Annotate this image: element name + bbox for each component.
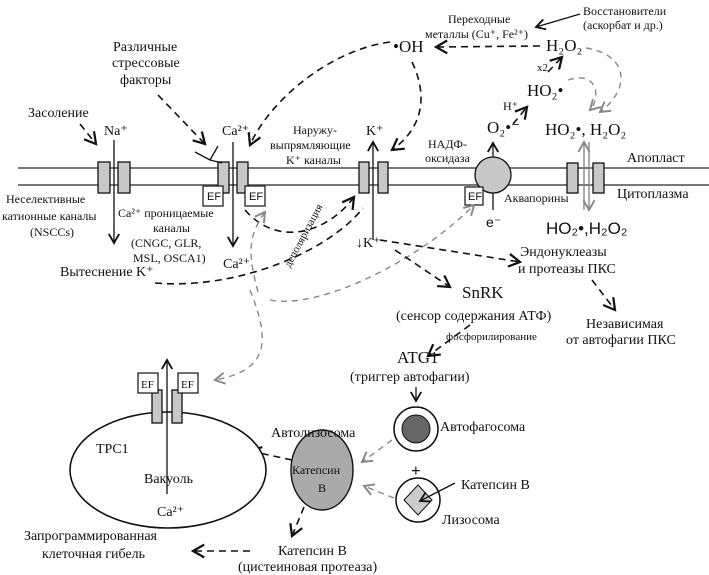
reductants-label-2: (аскорбат и др.) bbox=[583, 18, 663, 32]
phosphorylation-label: фосфорилирование bbox=[446, 331, 537, 343]
nadph-oxidase bbox=[464, 156, 512, 206]
outward-k-label-2: выпрямляющие bbox=[270, 138, 351, 152]
snrk-desc-label: (сенсор содержания АТФ) bbox=[396, 309, 552, 324]
pcd-label-2: клеточная гибель bbox=[42, 547, 145, 562]
nadph-label-2: оксидаза bbox=[425, 151, 470, 165]
ef-hand-label: EF bbox=[249, 191, 263, 203]
atg1-label: ATG1 bbox=[397, 348, 439, 367]
superoxide-label: O₂•⁻ bbox=[487, 118, 520, 137]
aquaporins-label: Аквапорины bbox=[504, 191, 569, 205]
pcd-label-1: Запрограммированная bbox=[24, 529, 158, 544]
k-down-label: ↓K⁺ bbox=[356, 236, 381, 251]
ca-perm-label-2: каналы bbox=[153, 221, 190, 235]
independent-pcd-label-1: Независимая bbox=[586, 317, 664, 332]
nscc-channel bbox=[97, 161, 131, 194]
cathepsin-inner-label-1: Катепсин bbox=[292, 463, 341, 477]
hydroxyl-radical-label: •OH bbox=[393, 37, 424, 56]
nadph-label-1: НАДФ- bbox=[428, 137, 467, 151]
outward-k-channel bbox=[358, 161, 389, 194]
k-top-label: K⁺ bbox=[366, 124, 384, 139]
vacuole bbox=[69, 372, 267, 529]
reductants-label-1: Восстановители bbox=[583, 4, 667, 18]
autophagosome bbox=[393, 406, 439, 452]
x2-label: x2 bbox=[537, 62, 548, 74]
h2o2-top-label: H₂O₂ bbox=[546, 36, 582, 55]
aquaporin bbox=[566, 162, 605, 194]
ca-perm-label-3: (CNGC, GLR, bbox=[131, 236, 201, 250]
cathepsin-inner-label-2: B bbox=[318, 481, 326, 495]
endonucleases-label-2: и протеазы ПКС bbox=[518, 262, 616, 277]
ca-top-label: Ca²⁺ bbox=[222, 124, 249, 139]
stress-label-2: стрессовые bbox=[112, 56, 180, 71]
endonucleases-label-1: Эндонуклеазы bbox=[520, 245, 607, 260]
stress-label-3: факторы bbox=[120, 73, 172, 88]
salinity-label: Засоление bbox=[28, 106, 89, 121]
ca-channel bbox=[194, 145, 266, 207]
atg1-desc-label: (триггер автофагии) bbox=[350, 370, 470, 385]
nscc-label-3: (NSCCs) bbox=[30, 225, 74, 239]
h-plus-label: H⁺ bbox=[503, 99, 518, 113]
autolysosome bbox=[290, 429, 354, 511]
ef-hand-label: EF bbox=[181, 379, 194, 391]
outward-k-label-3: K⁺ каналы bbox=[286, 153, 341, 167]
snrk-label: SnRK bbox=[462, 283, 504, 302]
ca-perm-label-4: MSL, OSCA1) bbox=[133, 251, 206, 265]
outward-k-label-1: Наружу- bbox=[293, 123, 337, 137]
autophagosome-label: Автофагосома bbox=[440, 420, 526, 435]
cathepsin-lysosome-label: Катепсин B bbox=[461, 478, 530, 493]
ca-vacuole-label: Ca²⁺ bbox=[157, 505, 184, 520]
apoplast-ros-label: HO₂•, H₂O₂ bbox=[545, 120, 626, 139]
vacuole-label: Вакуоль bbox=[144, 472, 193, 487]
cytoplasm-ros-label: HO₂•,H₂O₂ bbox=[546, 219, 627, 238]
nscc-label-2: катионные каналы bbox=[2, 209, 96, 223]
independent-pcd-label-2: от автофагии ПКС bbox=[566, 333, 676, 348]
metals-label-2: металлы (Cu⁺, Fe²⁺) bbox=[425, 27, 528, 41]
ca-bottom-label: Ca²⁺ bbox=[223, 257, 250, 272]
electron-label: e⁻ bbox=[486, 214, 501, 230]
nscc-label-1: Неселективные bbox=[6, 192, 85, 206]
cathepsin-desc-label: (цистеиновая протеаза) bbox=[238, 560, 378, 575]
metals-label-1: Переходные bbox=[448, 12, 510, 26]
autolysosome-label: Автолизосома bbox=[271, 426, 356, 441]
plus-sign: + bbox=[411, 461, 421, 480]
ef-hand-label: EF bbox=[207, 191, 221, 203]
cytoplasm-label: Цитоплазма bbox=[617, 187, 689, 202]
ho2-label: HO₂• bbox=[527, 81, 563, 100]
ef-hand-label: EF bbox=[141, 379, 154, 391]
tpc1-label: TPC1 bbox=[96, 442, 129, 457]
cathepsin-label: Катепсин B bbox=[278, 544, 347, 559]
lysosome-label: Лизосома bbox=[442, 513, 500, 528]
lysosome bbox=[395, 477, 441, 523]
stress-label-1: Различные bbox=[113, 40, 177, 55]
ef-hand-label: EF bbox=[468, 191, 482, 203]
ca-perm-label-1: Ca²⁺ проницаемые bbox=[118, 206, 214, 220]
apoplast-label: Апопласт bbox=[627, 151, 685, 166]
na-label: Na⁺ bbox=[104, 124, 128, 139]
k-efflux-label: Вытеснение K⁺ bbox=[60, 265, 154, 280]
